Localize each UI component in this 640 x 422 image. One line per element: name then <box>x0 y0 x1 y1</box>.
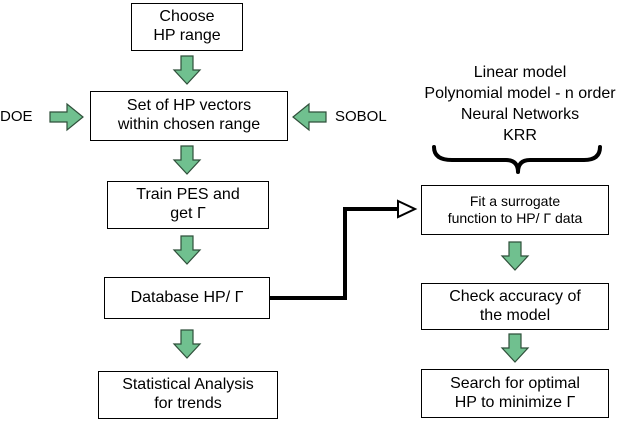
search-optimal-box: Search for optimal HP to minimize Γ <box>421 369 609 418</box>
down-arrow-icon <box>500 241 530 271</box>
choose-hp-range-line-1: Choose <box>159 8 215 26</box>
database-label: Database HP/ Γ <box>130 288 244 306</box>
right-arrow-icon <box>49 102 84 132</box>
down-arrow-icon <box>172 55 202 85</box>
down-arrow-icon <box>172 329 202 359</box>
sobol-label: SOBOL <box>335 108 387 125</box>
model-item-krr: KRR <box>503 127 537 144</box>
fit-surrogate-line-2: function to HP/ Γ data <box>447 210 583 226</box>
down-arrow-icon <box>172 145 202 175</box>
train-pes-line-1: Train PES and <box>136 186 240 204</box>
database-box: Database HP/ Γ <box>104 277 270 319</box>
hp-vectors-line-1: Set of HP vectors <box>126 97 252 115</box>
check-accuracy-line-1: Check accuracy of <box>449 287 581 305</box>
curly-brace-icon <box>432 145 602 174</box>
model-item-polynomial: Polynomial model - n order <box>424 85 616 102</box>
train-pes-line-2: get Γ <box>170 205 206 222</box>
hp-vectors-box: Set of HP vectors within chosen range <box>90 91 288 141</box>
train-pes-box: Train PES and get Γ <box>107 181 269 229</box>
down-arrow-icon <box>172 235 202 265</box>
search-optimal-line-1: Search for optimal <box>450 374 580 392</box>
statistical-line-2: for trends <box>154 395 222 412</box>
search-optimal-line-2: HP to minimize Γ <box>454 393 576 411</box>
check-accuracy-box: Check accuracy of the model <box>421 283 609 330</box>
check-accuracy-line-2: the model <box>479 306 551 324</box>
fit-surrogate-box: Fit a surrogate function to HP/ Γ data <box>421 185 609 235</box>
fit-surrogate-line-1: Fit a surrogate <box>469 193 561 210</box>
surrogate-models-list: Linear model Polynomial model - n order … <box>405 62 635 146</box>
statistical-line-1: Statistical Analysis <box>122 376 254 394</box>
database-to-fit-connector <box>270 207 398 300</box>
doe-label: DOE <box>0 108 33 125</box>
hp-vectors-line-2: within chosen range <box>117 116 261 133</box>
model-item-linear: Linear model <box>473 64 567 81</box>
choose-hp-range-line-2: HP range <box>153 27 221 44</box>
down-arrow-icon <box>500 333 530 363</box>
statistical-analysis-box: Statistical Analysis for trends <box>98 371 278 419</box>
connector-arrowhead-icon <box>397 199 418 219</box>
model-item-neural-networks: Neural Networks <box>460 106 580 123</box>
choose-hp-range-box: Choose HP range <box>131 3 243 51</box>
left-arrow-icon <box>292 102 327 132</box>
